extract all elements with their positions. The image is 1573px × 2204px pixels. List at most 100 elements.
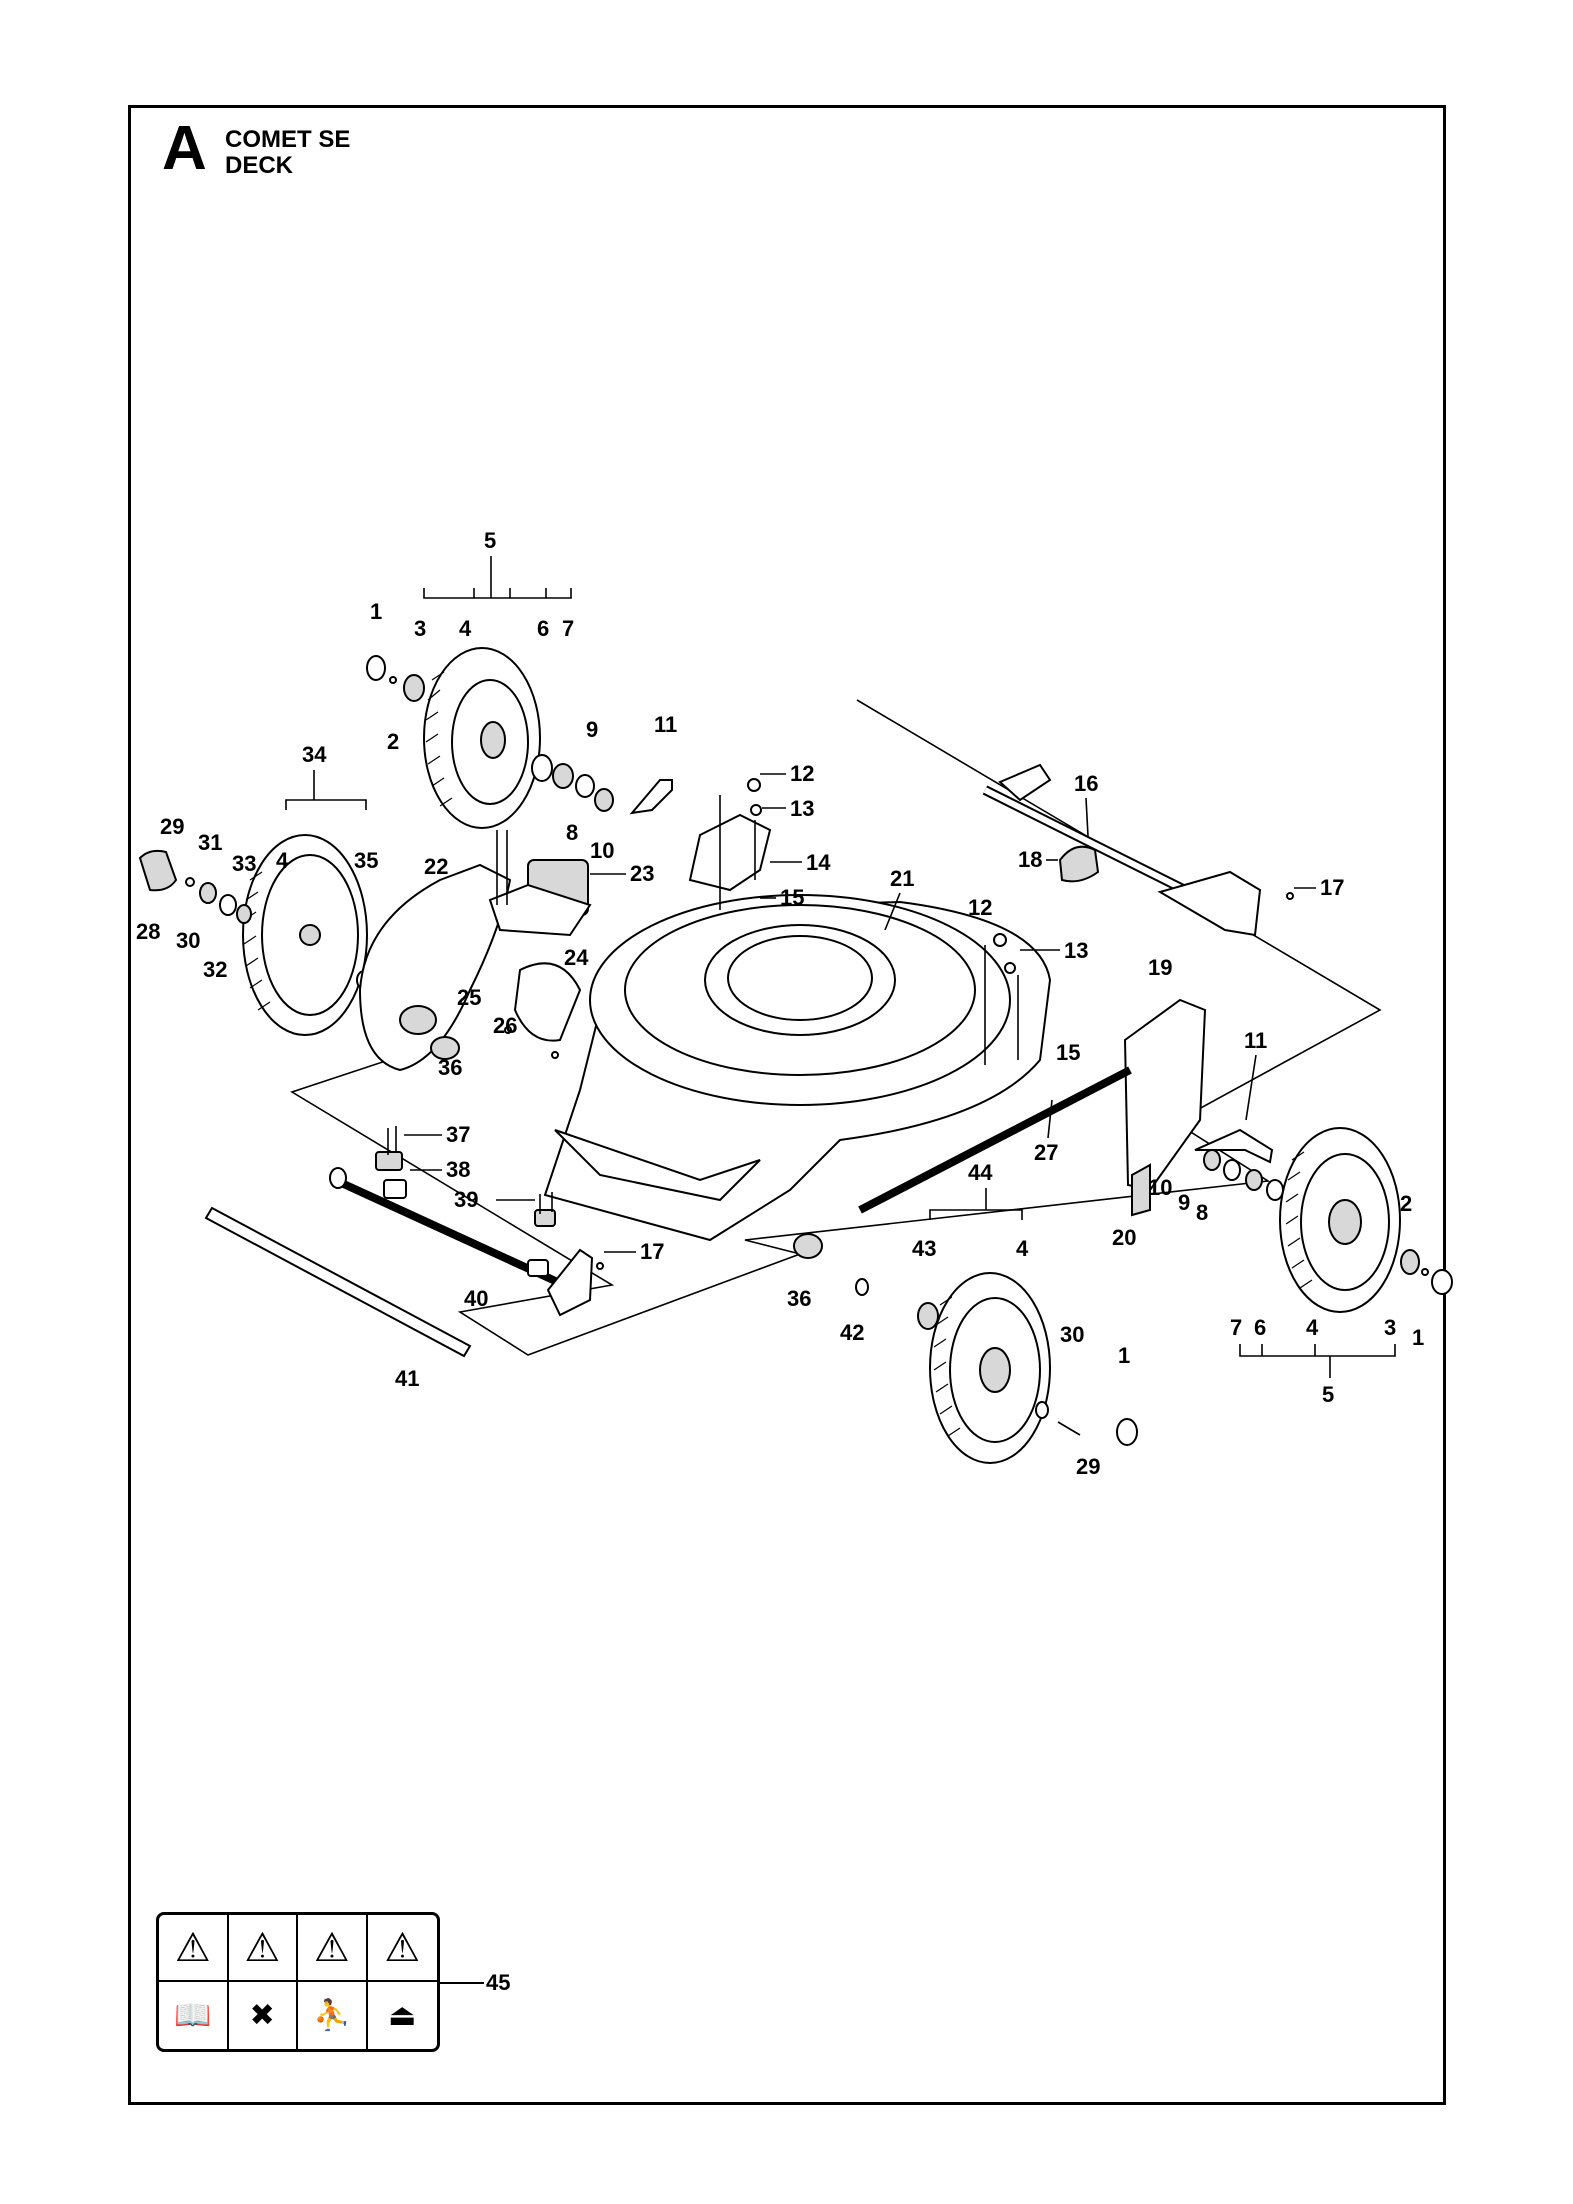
callout-label: 13	[790, 796, 814, 821]
callout-label: 14	[806, 850, 831, 875]
callout-label: 44	[968, 1160, 993, 1185]
callout-label: 17	[640, 1239, 664, 1264]
callout-label: 33	[232, 851, 256, 876]
callout-label: 6	[1254, 1315, 1266, 1340]
callout-label: 39	[454, 1187, 478, 1212]
disconnect-plug-icon: ⏏	[388, 1997, 417, 2033]
callout-label: 2	[387, 729, 399, 754]
hand-cut-warning-icon: ⚠	[244, 1924, 281, 1971]
callout-label: 22	[424, 854, 448, 879]
callout-label: 25	[457, 985, 481, 1010]
callout-label: 20	[1112, 1225, 1136, 1250]
top-bracket	[688, 778, 772, 910]
callout-label: 23	[630, 861, 654, 886]
callout-label: 15	[1056, 1040, 1080, 1065]
callout-label: 9	[586, 717, 598, 742]
left-side-wheel	[138, 834, 372, 1036]
callout-label: 45	[486, 1970, 511, 1995]
callout-label: 31	[198, 830, 222, 855]
callout-label: 30	[176, 928, 200, 953]
callout-label: 11	[1244, 1028, 1267, 1053]
decal-cell: ⚠	[228, 1915, 298, 1982]
callout-label: 29	[1076, 1454, 1100, 1479]
keep-hands-away-icon: ✖	[249, 1997, 275, 2033]
decal-cell: ✖	[229, 1982, 298, 2049]
callout-label: 4	[1016, 1236, 1029, 1261]
callout-labels: 5 1 3 4 6 7 2 9 8 10 11 34 29 31 33 4 35…	[136, 528, 1424, 1479]
callout-label: 27	[1034, 1140, 1058, 1165]
callout-label: 26	[493, 1013, 517, 1038]
callout-label: 19	[1148, 955, 1172, 980]
deck-housing	[543, 894, 1052, 1242]
page-frame	[128, 105, 1446, 2105]
callout-label: 17	[1320, 875, 1344, 900]
callout-label: 2	[1400, 1191, 1412, 1216]
section-letter: A	[162, 114, 207, 183]
title-model: COMET SE	[225, 126, 351, 153]
decal-cell: ⚠	[298, 1915, 368, 1982]
callout-label: 43	[912, 1236, 936, 1261]
decal-cell: ⛹	[298, 1982, 368, 2049]
callout-label: 36	[438, 1055, 462, 1080]
warning-triangle-icon: ⚠	[174, 1924, 211, 1971]
front-axle-assembly	[204, 1126, 604, 1358]
rear-axle	[982, 763, 1294, 937]
right-rear-wheel	[1279, 1127, 1453, 1313]
callout-label: 32	[203, 957, 227, 982]
callout-label: 42	[840, 1320, 864, 1345]
callout-label: 11	[654, 712, 677, 737]
callout-label: 28	[136, 919, 160, 944]
rear-left-wheel	[423, 647, 541, 829]
callout-label: 4	[1306, 1315, 1319, 1340]
callout-label: 7	[1230, 1315, 1242, 1340]
callout-label: 36	[787, 1286, 811, 1311]
callout-label: 4	[459, 616, 472, 641]
callout-label: 15	[780, 885, 804, 910]
decal-cell: 📖	[159, 1982, 229, 2049]
callout-label: 10	[590, 838, 614, 863]
callout-label: 8	[566, 820, 578, 845]
callout-label: 1	[370, 599, 382, 624]
decal-cell: ⏏	[368, 1982, 438, 2049]
callout-label: 35	[354, 848, 378, 873]
warning-triangle-icon: ⚠	[384, 1924, 421, 1971]
decal-cell: ⚠	[159, 1915, 229, 1982]
callout-label: 8	[1196, 1200, 1208, 1225]
decal-leader-line	[440, 1982, 484, 1984]
callout-label: 10	[1148, 1175, 1172, 1200]
thrown-objects-icon: ⚠	[313, 1924, 350, 1971]
callout-label: 3	[414, 616, 426, 641]
callout-label: 41	[395, 1366, 419, 1391]
callout-label: 38	[446, 1157, 470, 1182]
callout-label: 5	[1322, 1382, 1334, 1407]
title-section: DECK	[225, 152, 294, 179]
callout-label: 1	[1118, 1343, 1130, 1368]
callout-label: 1	[1412, 1325, 1424, 1350]
callout-label: 4	[276, 848, 289, 873]
rear-left-wheel-hardware	[366, 655, 673, 815]
callout-label: 29	[160, 814, 184, 839]
callout-label: 18	[1018, 847, 1042, 872]
callout-label: 37	[446, 1122, 470, 1147]
read-manual-icon: 📖	[174, 1997, 212, 2033]
warning-decal-panel: ⚠ ⚠ ⚠ ⚠ 📖 ✖ ⛹ ⏏	[156, 1912, 440, 2052]
callout-label: 12	[790, 761, 814, 786]
front-wheel	[793, 1233, 1138, 1464]
callout-label: 6	[537, 616, 549, 641]
gearbox-assembly	[358, 830, 592, 1072]
callout-label: 40	[464, 1286, 488, 1311]
callout-label: 7	[562, 616, 574, 641]
callout-label: 5	[484, 528, 496, 553]
callout-label: 13	[1064, 938, 1088, 963]
callout-label: 24	[564, 945, 589, 970]
keep-bystanders-away-icon: ⛹	[313, 1997, 351, 2033]
callout-label: 16	[1074, 771, 1098, 796]
callout-label: 21	[890, 866, 914, 891]
callout-label: 12	[968, 895, 992, 920]
height-adjuster	[858, 933, 1284, 1217]
callout-label: 3	[1384, 1315, 1396, 1340]
callout-label: 30	[1060, 1322, 1084, 1347]
callout-label: 9	[1178, 1190, 1190, 1215]
callout-label: 34	[302, 742, 327, 767]
